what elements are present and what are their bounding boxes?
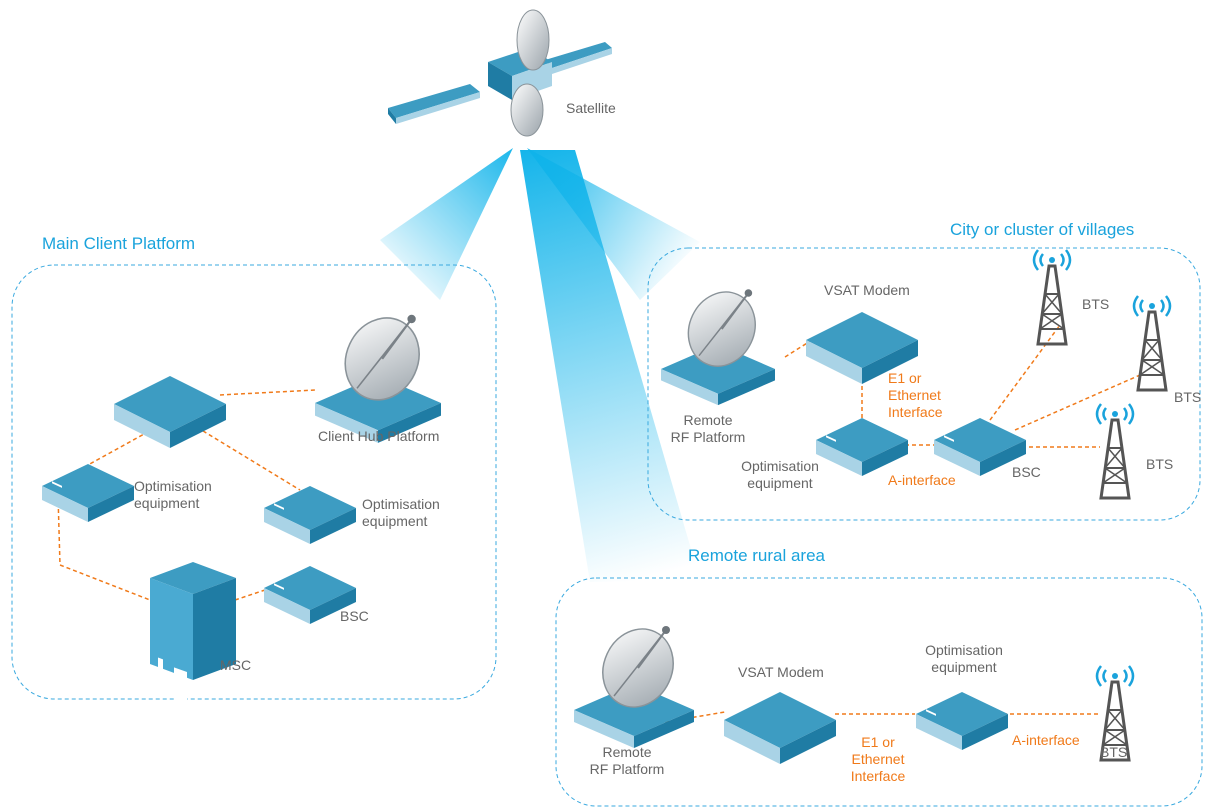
city-opt-label-line1: Optimisation (741, 458, 819, 474)
optimisation-label-2: Optimisation equipment (362, 496, 440, 529)
rural-e1-label: E1 or Ethernet Interface (840, 734, 916, 785)
city-bts-label-3: BTS (1146, 456, 1174, 472)
client-hub-label: Client Hub Platform (318, 428, 440, 444)
msc-cabinet (150, 562, 236, 711)
beam-to-hub (380, 148, 513, 300)
city-a-interface-label: A-interface (888, 472, 956, 488)
city-bsc-label: BSC (1012, 464, 1041, 480)
beam-to-rural (520, 150, 700, 582)
city-e1-label-line3: Interface (888, 404, 943, 420)
city-bts-label-2: BTS (1174, 389, 1202, 405)
rural-rf-label-line1: Remote (602, 744, 652, 760)
city-vsat-modem-label: VSAT Modem (824, 282, 910, 298)
optimisation-box-2 (264, 486, 356, 544)
rural-border (555, 577, 1203, 807)
city-e1-label: E1 or Ethernet Interface (888, 370, 942, 421)
rural-title: Remote rural area (688, 546, 826, 565)
bsc-label-main: BSC (340, 608, 369, 624)
city-bts-tower-3 (1095, 402, 1135, 500)
hub-modem-box (114, 376, 226, 448)
rural-rf-label-line2: RF Platform (589, 761, 665, 777)
main-platform-border (11, 264, 497, 700)
city-rf-label-line2: RF Platform (670, 429, 746, 445)
city-e1-label-line1: E1 or (888, 370, 922, 386)
city-bts-tower-2 (1132, 294, 1172, 392)
rural-optimisation-label: Optimisation equipment (912, 642, 1016, 676)
city-optimisation-box (816, 418, 908, 476)
city-rf-label: Remote RF Platform (666, 412, 750, 446)
rural-remote-rf-dish (573, 616, 695, 749)
rural-vsat-modem-label: VSAT Modem (738, 664, 824, 680)
rural-opt-label-line1: Optimisation (925, 642, 1003, 658)
satellite-label: Satellite (566, 100, 616, 116)
rural-opt-label-line2: equipment (931, 659, 997, 675)
optimisation-box-1 (42, 464, 134, 522)
rural-optimisation-box (916, 692, 1008, 750)
rural-bts-label: BTS (1100, 744, 1128, 760)
client-hub-dish (313, 304, 443, 444)
city-bts-tower-1 (1032, 248, 1072, 346)
rural-e1-label-line1: E1 or (861, 734, 895, 750)
optimisation-label-1: Optimisation equipment (134, 478, 212, 511)
satellite-icon (388, 9, 612, 137)
rural-rf-label: Remote RF Platform (580, 744, 674, 778)
city-title: City or cluster of villages (950, 220, 1135, 239)
main-platform-title: Main Client Platform (42, 234, 196, 253)
city-rf-label-line1: Remote (683, 412, 733, 428)
city-optimisation-label: Optimisation equipment (732, 458, 828, 492)
city-remote-rf-dish (660, 280, 776, 407)
rural-e1-label-line3: Interface (850, 768, 906, 784)
city-e1-label-line2: Ethernet (888, 387, 941, 403)
rural-a-interface-label: A-interface (1012, 732, 1080, 748)
city-border (647, 247, 1201, 521)
city-bts-label-1: BTS (1082, 296, 1110, 312)
city-opt-label-line2: equipment (747, 475, 813, 491)
msc-label: MSC (220, 657, 252, 673)
rural-e1-label-line2: Ethernet (851, 751, 905, 767)
rural-vsat-modem (724, 692, 836, 764)
